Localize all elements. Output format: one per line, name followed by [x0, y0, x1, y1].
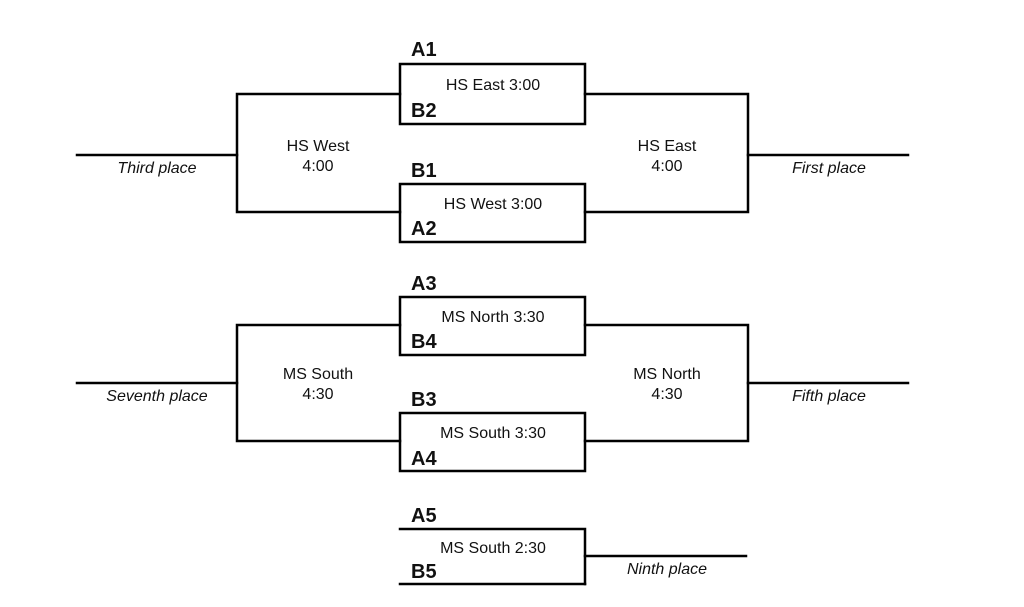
place-label: Seventh place	[106, 388, 208, 405]
match-box-a5-b5	[398, 527, 587, 586]
place-label: Fifth place	[792, 388, 866, 405]
seed-label: B1	[411, 160, 437, 182]
match-box-b1-a2	[398, 182, 587, 244]
final-game-team: HS East	[638, 138, 697, 155]
consolation-game-team: HS West	[287, 138, 350, 155]
game-label: MS South 2:30	[440, 540, 546, 557]
seed-label: A5	[411, 505, 437, 527]
consolation-game-time: 4:00	[302, 158, 333, 175]
final-game-time: 4:00	[651, 158, 682, 175]
single-match: A5 MS South 2:30 B5 Ninth place	[398, 505, 748, 586]
seed-label: B4	[411, 331, 437, 353]
final-game-team: MS North	[633, 366, 701, 383]
consolation-game-team: MS South	[283, 366, 353, 383]
seed-label: A1	[411, 39, 437, 61]
place-label: Third place	[117, 160, 196, 177]
seed-label: B3	[411, 389, 437, 411]
game-label: MS North 3:30	[441, 309, 544, 326]
bracket-hs: A1 HS East 3:00 B2 B1 HS West 3:00 A2 HS…	[75, 39, 910, 244]
place-label: First place	[792, 160, 866, 177]
bracket-ms: A3 MS North 3:30 B4 B3 MS South 3:30 A4 …	[75, 273, 910, 473]
seed-label: A2	[411, 218, 437, 240]
seed-label: A4	[411, 448, 437, 470]
consolation-game-time: 4:30	[302, 386, 333, 403]
game-label: HS East 3:00	[446, 77, 540, 94]
game-label: MS South 3:30	[440, 425, 546, 442]
final-game-time: 4:30	[651, 386, 682, 403]
seed-label: A3	[411, 273, 437, 295]
seed-label: B5	[411, 561, 437, 583]
game-label: HS West 3:00	[444, 196, 543, 213]
match-box-b3-a4	[398, 411, 587, 473]
match-box-a3-b4	[398, 295, 587, 357]
consolation-bracket-line	[235, 323, 402, 443]
match-box-a1-b2	[398, 62, 587, 126]
championship-bracket-line	[583, 92, 750, 214]
seed-label: B2	[411, 100, 437, 122]
place-label: Ninth place	[627, 561, 707, 578]
championship-bracket-line	[583, 323, 750, 443]
consolation-bracket-line	[235, 92, 402, 214]
